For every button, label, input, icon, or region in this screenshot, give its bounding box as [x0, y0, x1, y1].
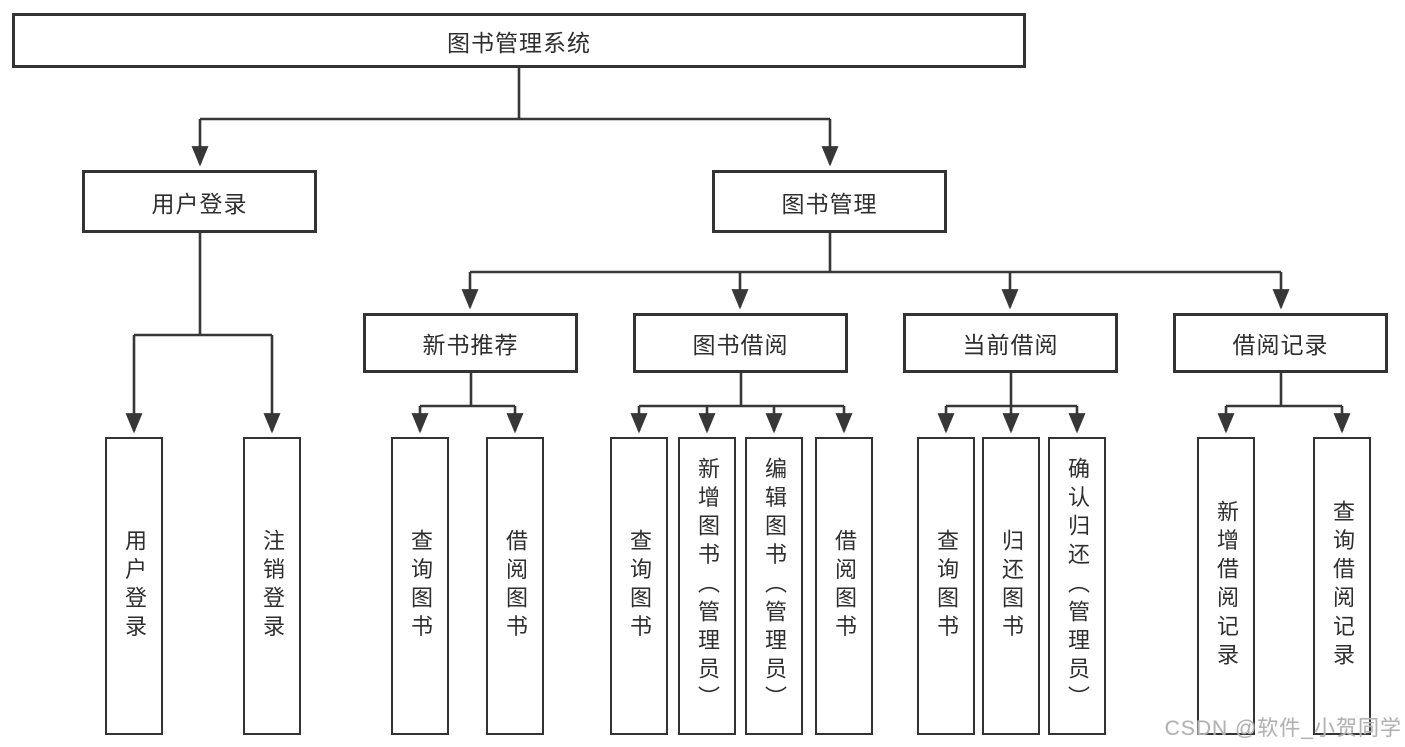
leaf-records-query-record: 查询借阅记录	[1313, 437, 1371, 735]
node-book-borrow: 图书借阅	[633, 313, 848, 373]
leaf-borrow-borrow-books: 借阅图书	[815, 437, 873, 735]
csdn-watermark: CSDN @软件_小贺同学	[1164, 717, 1402, 740]
leaf-recommend-query-books: 查询图书	[391, 437, 449, 735]
leaf-current-confirm-return-admin: 确认归还（管理员）	[1048, 437, 1106, 735]
node-book-management: 图书管理	[712, 170, 947, 233]
leaf-current-return-books: 归还图书	[982, 437, 1040, 735]
node-new-book-recommend: 新书推荐	[363, 313, 578, 373]
leaf-borrow-query-books: 查询图书	[610, 437, 668, 735]
node-user-login: 用户登录	[82, 170, 317, 233]
leaf-logout: 注销登录	[243, 437, 301, 735]
node-library-management-system: 图书管理系统	[12, 13, 1026, 68]
leaf-borrow-edit-books-admin: 编辑图书（管理员）	[745, 437, 803, 735]
node-current-borrow: 当前借阅	[903, 313, 1118, 373]
leaf-current-query-books: 查询图书	[917, 437, 975, 735]
leaf-records-add-record: 新增借阅记录	[1197, 437, 1255, 735]
leaf-borrow-add-books-admin: 新增图书（管理员）	[678, 437, 736, 735]
node-borrow-records: 借阅记录	[1173, 313, 1388, 373]
leaf-recommend-borrow-books: 借阅图书	[486, 437, 544, 735]
leaf-user-login: 用户登录	[105, 437, 163, 735]
